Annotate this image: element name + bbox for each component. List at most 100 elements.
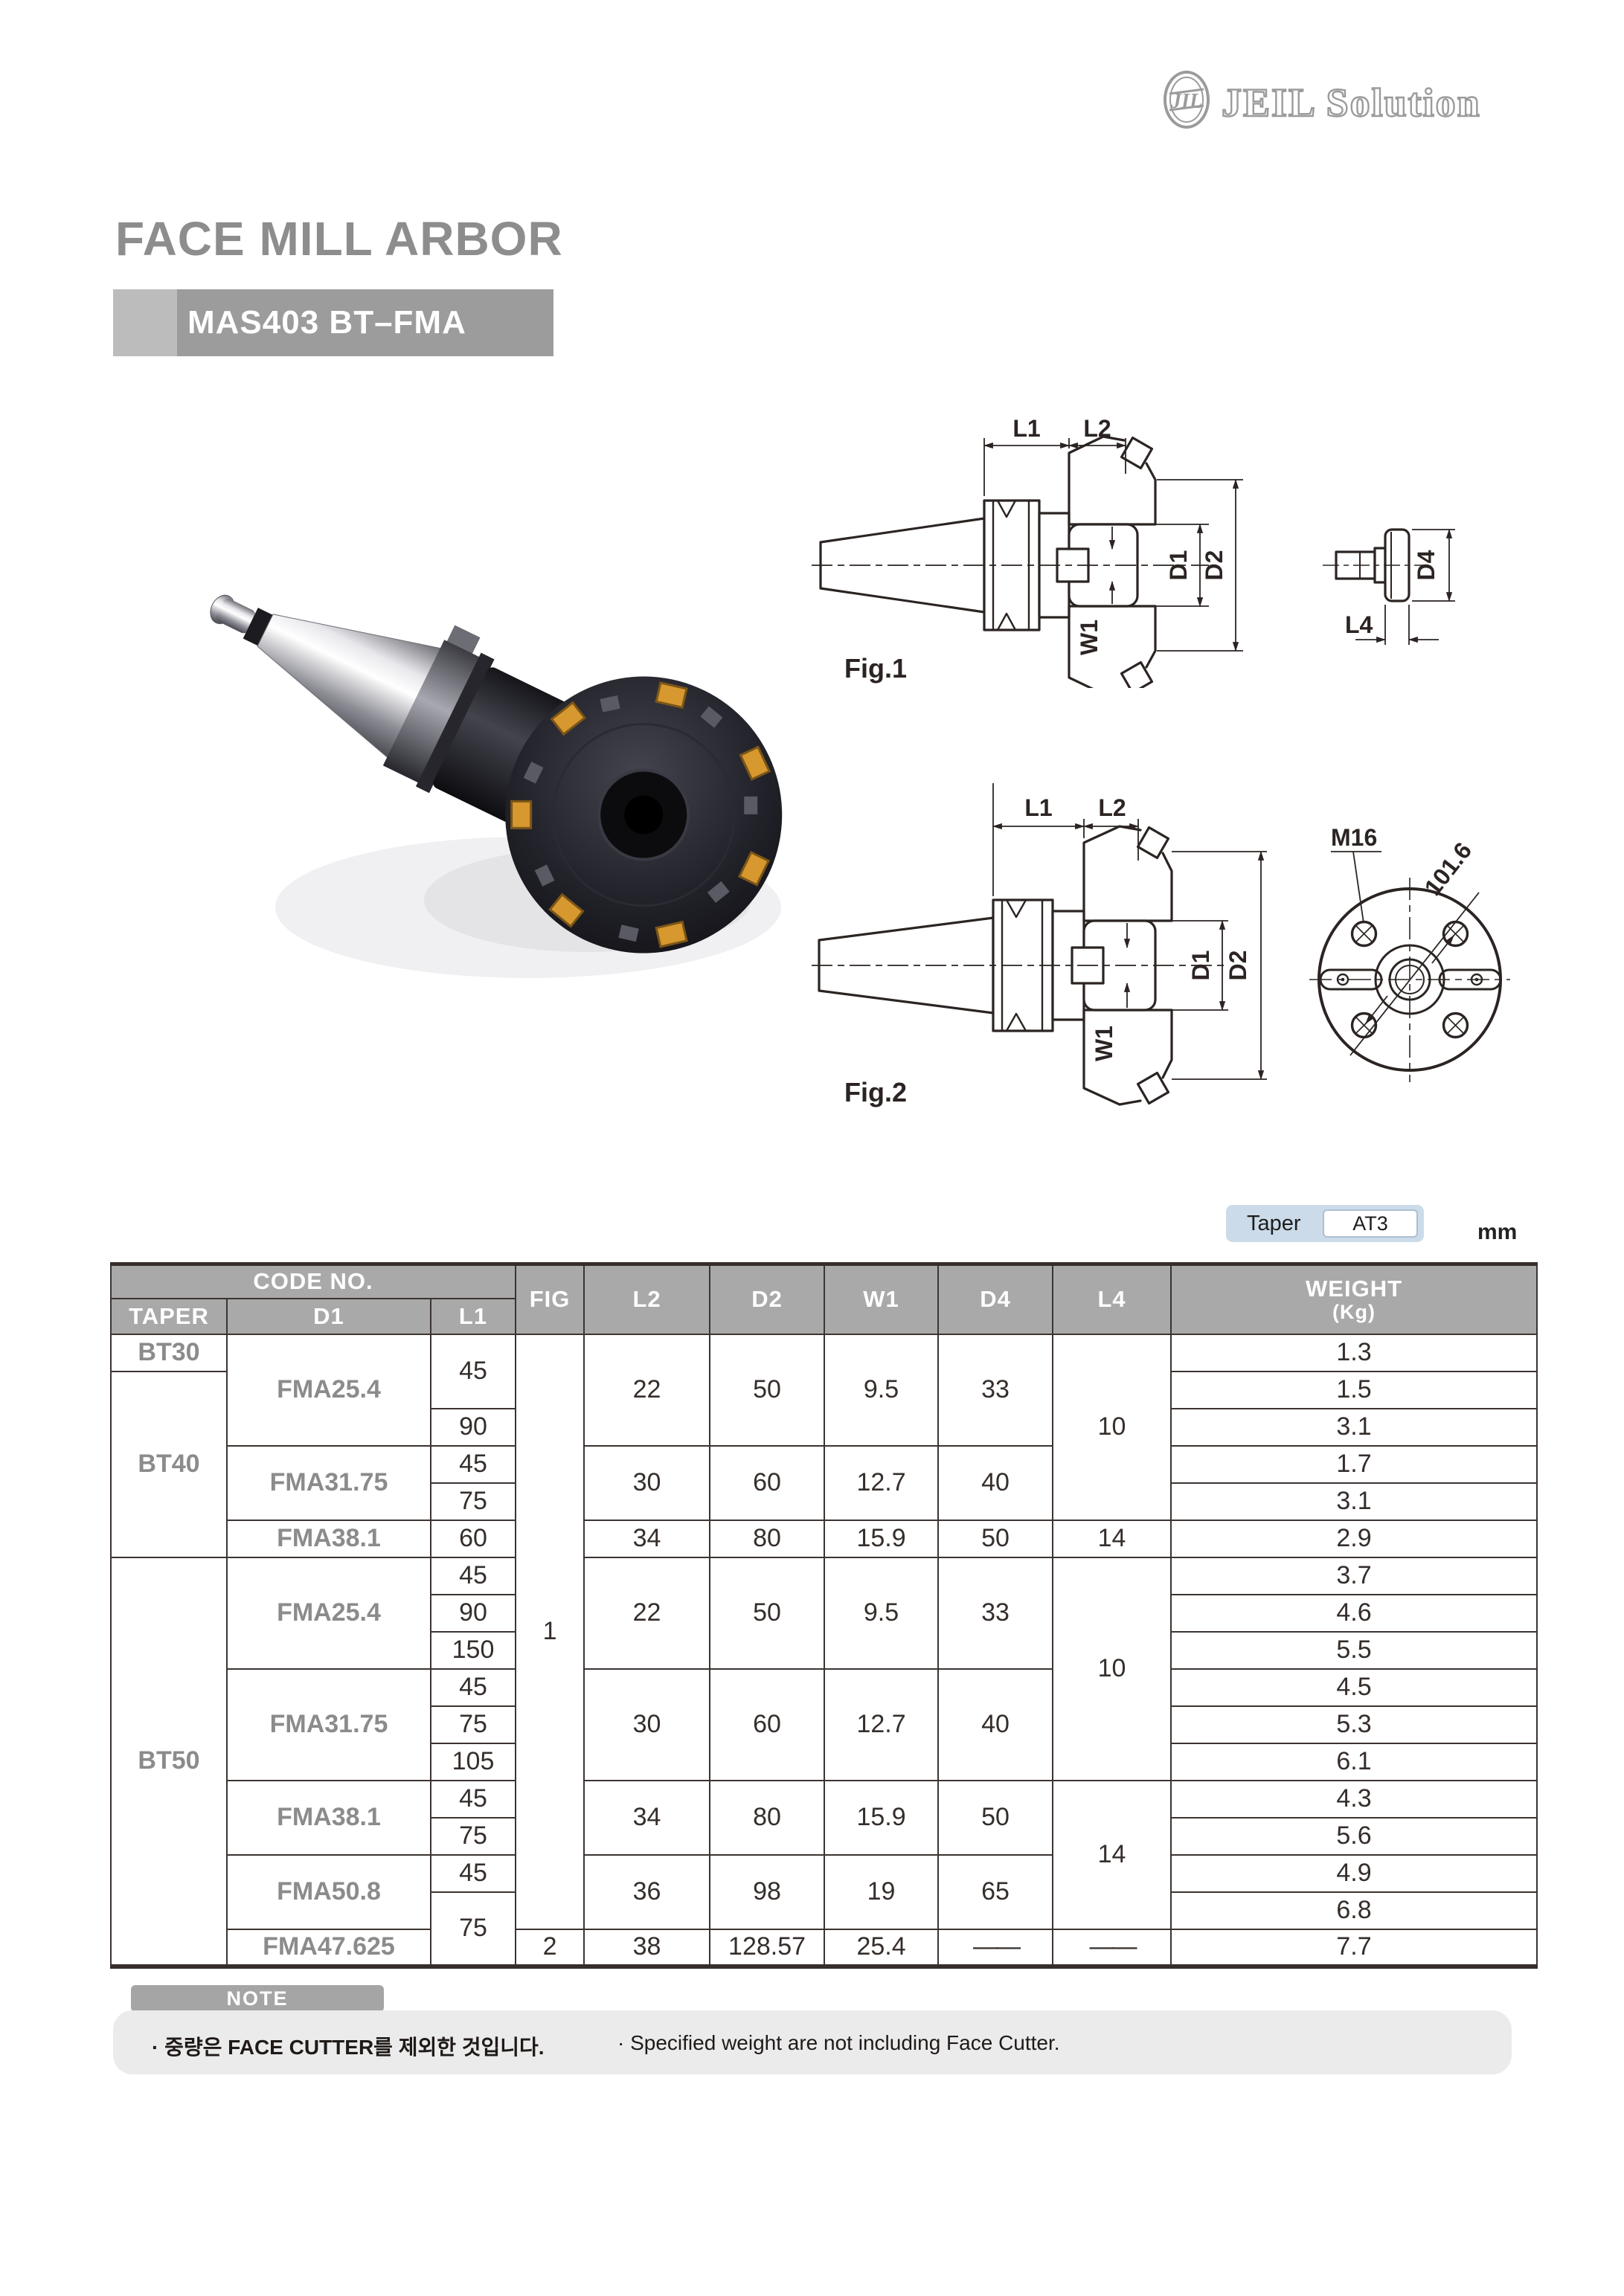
header-code-no: CODE NO.: [109, 1263, 517, 1299]
cell-weight: 6.8: [1170, 1891, 1538, 1930]
cell-d2: 50: [709, 1556, 826, 1670]
cell-d2: 98: [709, 1853, 826, 1930]
cell-l1: 105: [429, 1742, 517, 1781]
cell-l1: 45: [429, 1779, 517, 1819]
cell-d4: 33: [937, 1556, 1054, 1670]
cell-d4: 50: [937, 1779, 1054, 1856]
cell-weight: 3.1: [1170, 1407, 1538, 1447]
cell-d4: 40: [937, 1444, 1054, 1521]
table-row: 90 4.6: [111, 1593, 1538, 1633]
header-d4: D4: [937, 1263, 1054, 1335]
cell-d1: FMA50.8: [226, 1853, 431, 1930]
taper-badge: Taper AT3: [1226, 1205, 1424, 1242]
cell-l4: 10: [1052, 1333, 1172, 1521]
cell-l1: 75: [429, 1482, 517, 1521]
table-row: 75 6.8: [111, 1891, 1538, 1967]
table-row: 75 5.6: [111, 1816, 1538, 1856]
fig2-caption: Fig.2: [844, 1077, 907, 1107]
header-weight-title: WEIGHT: [1306, 1275, 1403, 1302]
cell-d1: FMA38.1: [226, 1519, 431, 1558]
fig2-drawing: L1 L2 D1 D2 W1 Fig.2: [812, 783, 1267, 1107]
cell-d4: 50: [937, 1519, 1054, 1558]
table-row: FMA38.1 45 34 80 15.9 50 14 4.3: [111, 1779, 1538, 1930]
cell-l2: 22: [583, 1556, 711, 1670]
taper-badge-label: Taper: [1247, 1212, 1301, 1235]
cell-d1: FMA47.625: [226, 1928, 431, 1967]
cell-l1: 75: [429, 1816, 517, 1856]
table-row: FMA38.1 60 34 80 15.9 50 14 2.9: [111, 1519, 1538, 1558]
fig2-l1-label: L1: [1024, 794, 1052, 821]
cell-w1: 15.9: [824, 1519, 940, 1558]
cell-d1: FMA31.75: [226, 1444, 431, 1521]
cell-weight: 1.7: [1170, 1444, 1538, 1484]
spec-table: CODE NO. FIG L2 D2 W1 D4 L4 WEIGHT (Kg) …: [109, 1262, 1538, 1969]
note-box: · 중량은 FACE CUTTER를 제외한 것입니다. · Specified…: [113, 2010, 1512, 2074]
header-l2: L2: [583, 1263, 711, 1335]
cell-l1: 45: [429, 1853, 517, 1893]
cell-l2: 30: [583, 1668, 711, 1781]
cell-l2: 38: [583, 1928, 711, 1967]
fig1-caption: Fig.1: [844, 653, 907, 684]
cell-d4: 40: [937, 1668, 1054, 1781]
cell-w1: 9.5: [824, 1556, 940, 1670]
table-row: 105 6.1: [111, 1742, 1538, 1781]
stud-l4-label: L4: [1345, 611, 1373, 638]
brand-name: JEIL Solution: [1222, 80, 1480, 125]
table-row: BT30 FMA25.4 45 1 22 50 9.5 33 10 1.3: [110, 1333, 1538, 1930]
cell-d1: FMA25.4: [226, 1333, 431, 1447]
cell-weight: 5.3: [1170, 1705, 1538, 1744]
cell-d4: 33: [937, 1333, 1054, 1447]
cell-w1: 15.9: [824, 1779, 940, 1856]
logo-oval-icon: JIL: [1164, 71, 1210, 129]
cell-weight: 1.3: [1170, 1333, 1538, 1372]
cell-l1: 60: [429, 1519, 517, 1558]
cell-l4: 10: [1052, 1556, 1172, 1781]
cell-l1: 45: [429, 1333, 517, 1409]
cell-l4: ——: [1052, 1928, 1172, 1967]
cell-l1: 45: [429, 1668, 517, 1707]
logo-monogram: JIL: [1170, 90, 1202, 113]
cell-weight: 2.9: [1170, 1519, 1538, 1558]
table-row: FMA47.625 2 38 128.57 25.4 —— —— 7.7: [111, 1928, 1538, 1967]
end-view-bolt-circle-label: 101.6: [1419, 837, 1477, 901]
table-row: 90 3.1: [111, 1407, 1538, 1447]
fig1-w1-label: W1: [1076, 620, 1103, 655]
fig2-l2-label: L2: [1098, 794, 1126, 821]
cell-d2: 128.57: [709, 1928, 826, 1967]
fig2-d1-label: D1: [1187, 951, 1214, 981]
model-badge: MAS403 BT–FMA: [113, 289, 553, 356]
fig2-w1-label: W1: [1091, 1026, 1117, 1061]
header-taper: TAPER: [110, 1297, 228, 1335]
fig2-d2-label: D2: [1225, 951, 1251, 981]
header-d1: D1: [226, 1297, 431, 1335]
brand-logo: JIL JEIL Solution: [1164, 71, 1480, 129]
header-weight-unit: (Kg): [1332, 1300, 1376, 1323]
cell-w1: 19: [824, 1853, 940, 1930]
table-row: FMA50.8 45 36 98 19 65 4.9: [111, 1853, 1538, 1930]
fig1-l1-label: L1: [1012, 415, 1040, 442]
unit-label: mm: [1477, 1220, 1518, 1244]
header-fig: FIG: [515, 1263, 585, 1335]
table-row: 75 5.3: [111, 1705, 1538, 1744]
table-row: BT50 FMA25.4 45 22 50 9.5 33 10 3.7: [110, 1556, 1538, 1967]
cell-weight: 4.9: [1170, 1853, 1538, 1893]
table-row: 150 5.5: [111, 1630, 1538, 1670]
table-row: FMA31.75 45 30 60 12.7 40 1.7: [111, 1444, 1538, 1521]
cell-l2: 34: [583, 1519, 711, 1558]
stud-drawing: D4 L4: [1323, 528, 1455, 645]
cell-l4: 14: [1052, 1779, 1172, 1930]
header-d2: D2: [709, 1263, 826, 1335]
cell-l1: 75: [429, 1705, 517, 1744]
model-badge-tab: [113, 289, 177, 356]
cell-weight: 6.1: [1170, 1742, 1538, 1781]
cell-d2: 60: [709, 1668, 826, 1781]
cell-weight: 4.6: [1170, 1593, 1538, 1633]
cell-w1: 25.4: [824, 1928, 940, 1967]
cell-fig: 2: [515, 1928, 585, 1967]
cell-l1: 75: [429, 1891, 517, 1967]
model-badge-label: MAS403 BT–FMA: [187, 304, 466, 341]
cell-w1: 9.5: [824, 1333, 940, 1447]
cell-d1: FMA25.4: [226, 1556, 431, 1670]
table-row: BT40 1.5: [110, 1370, 1538, 1558]
product-photo: [210, 594, 783, 978]
